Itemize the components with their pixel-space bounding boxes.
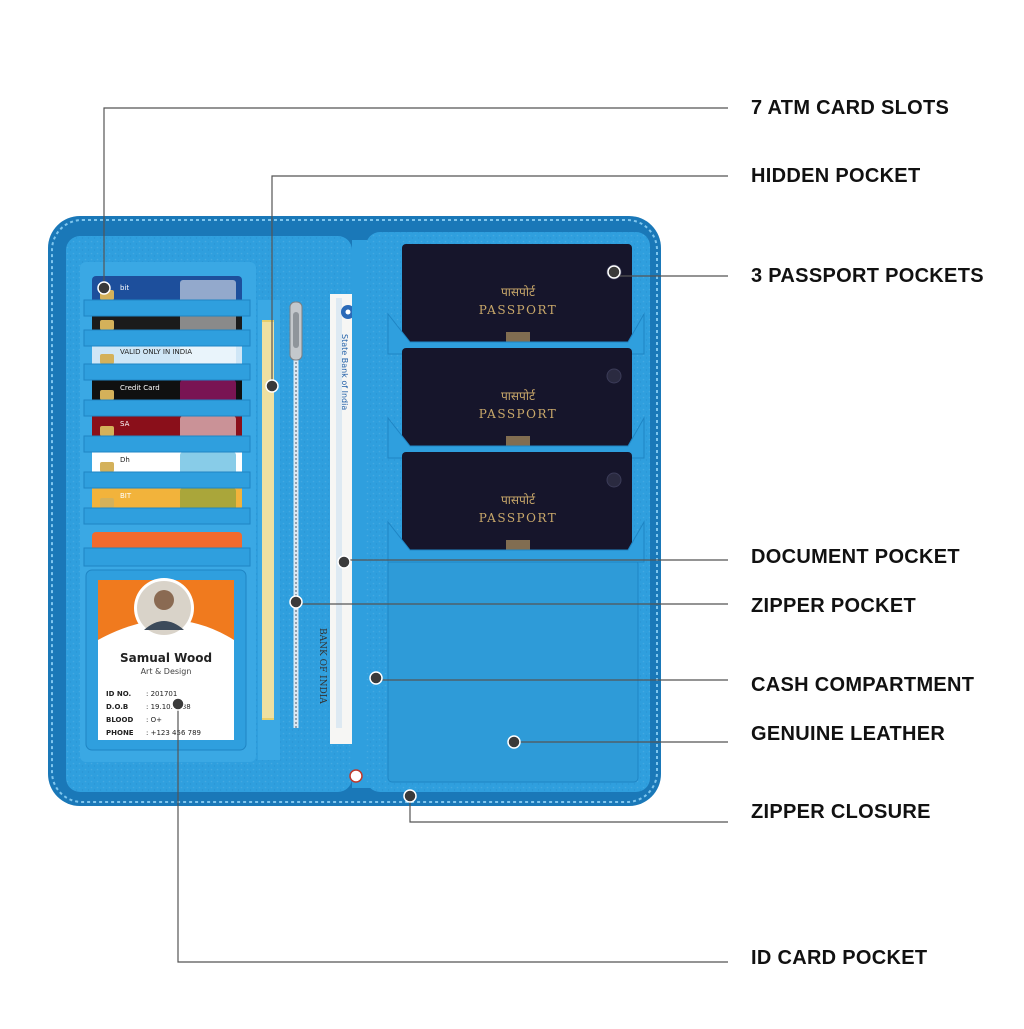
- card-text: Credit Card: [120, 384, 160, 392]
- card-text: VALID ONLY IN INDIA: [120, 348, 192, 356]
- hidden-pocket-leader: [271, 175, 728, 386]
- id-field-value: : 201701: [146, 690, 177, 698]
- passport-title-hindi: पासपोर्ट: [501, 285, 536, 299]
- passport-title: PASSPORT: [479, 511, 558, 525]
- zipper-pocket: [280, 296, 328, 758]
- id-field-value: : O+: [146, 716, 162, 724]
- card-slot: [83, 299, 251, 317]
- document-pocket-marker: [337, 555, 351, 569]
- id-card-pocket-leader: [177, 704, 728, 963]
- zipper-pocket-marker: [289, 595, 303, 609]
- passport: पासपोर्ट PASSPORT: [387, 348, 645, 459]
- passport-pocket-flap: [387, 312, 645, 355]
- id-card-dept: Art & Design: [141, 667, 192, 676]
- hidden-pocket-marker: [265, 379, 279, 393]
- bank-of-india-text: BANK OF INDIA: [317, 628, 327, 704]
- card-text: BIT: [120, 492, 132, 500]
- passport-pockets-marker: [607, 265, 621, 279]
- card-slot-lips: [83, 299, 251, 567]
- passport-pocket-flap: [387, 416, 645, 459]
- card-slot: [83, 547, 251, 567]
- card-slot: [83, 363, 251, 381]
- passport-pockets: पासपोर्टPASSPORTपासपोर्टPASSPORTपासपोर्ट…: [387, 244, 645, 563]
- zipper-closure-label: ZIPPER CLOSURE: [751, 801, 931, 823]
- genuine-leather-marker: [507, 735, 521, 749]
- id-field-key: BLOOD: [106, 716, 133, 724]
- id-card-pocket: Samual Wood Art & Design ID NO. : 201701D…: [85, 569, 247, 751]
- passport-title: PASSPORT: [479, 303, 558, 317]
- cash-compartment-marker: [369, 671, 383, 685]
- id-card-pocket-marker: [171, 697, 185, 711]
- id-card-name: Samual Wood: [120, 651, 212, 665]
- atm-card-slots-label: 7 ATM CARD SLOTS: [751, 97, 950, 119]
- card-slot: [83, 329, 251, 347]
- id-field-key: PHONE: [106, 729, 134, 737]
- hidden-pocket-label: HIDDEN POCKET: [751, 165, 921, 187]
- card-slot: [83, 399, 251, 417]
- passport: पासपोर्ट PASSPORT: [387, 244, 645, 355]
- atm-card-slots-marker: [97, 281, 111, 295]
- passport: पासपोर्ट PASSPORT: [387, 452, 645, 563]
- atm-card-slots-leader: [103, 107, 728, 288]
- card-text: SA: [120, 420, 130, 428]
- document-pocket-label: DOCUMENT POCKET: [751, 546, 960, 568]
- passport-title-hindi: पासपोर्ट: [501, 389, 536, 403]
- callout-lines: [97, 107, 728, 963]
- id-field-value: : 19.10.1988: [146, 703, 191, 711]
- cash-compartment-label: CASH COMPARTMENT: [751, 674, 975, 696]
- card-text: Dh: [120, 456, 130, 464]
- sbi-text: State Bank of India: [340, 334, 349, 410]
- card-slot: [83, 471, 251, 489]
- zipper-pocket-label: ZIPPER POCKET: [751, 595, 917, 617]
- genuine-leather-label: GENUINE LEATHER: [751, 723, 946, 745]
- zipper-closure-marker: [403, 789, 417, 803]
- passport-pocket-flap: [387, 520, 645, 563]
- card-text: bit: [120, 284, 129, 292]
- card-slot: [83, 507, 251, 525]
- card-slot: [83, 435, 251, 453]
- passport-pockets-label: 3 PASSPORT POCKETS: [751, 265, 984, 287]
- zipper-closure-leader: [409, 796, 728, 823]
- id-field-key: D.O.B: [106, 703, 128, 711]
- id-card-pocket-label: ID CARD POCKET: [751, 947, 928, 969]
- id-field-value: : +123 456 789: [146, 729, 201, 737]
- passport-title: PASSPORT: [479, 407, 558, 421]
- id-field-key: ID NO.: [106, 690, 131, 698]
- passport-title-hindi: पासपोर्ट: [501, 493, 536, 507]
